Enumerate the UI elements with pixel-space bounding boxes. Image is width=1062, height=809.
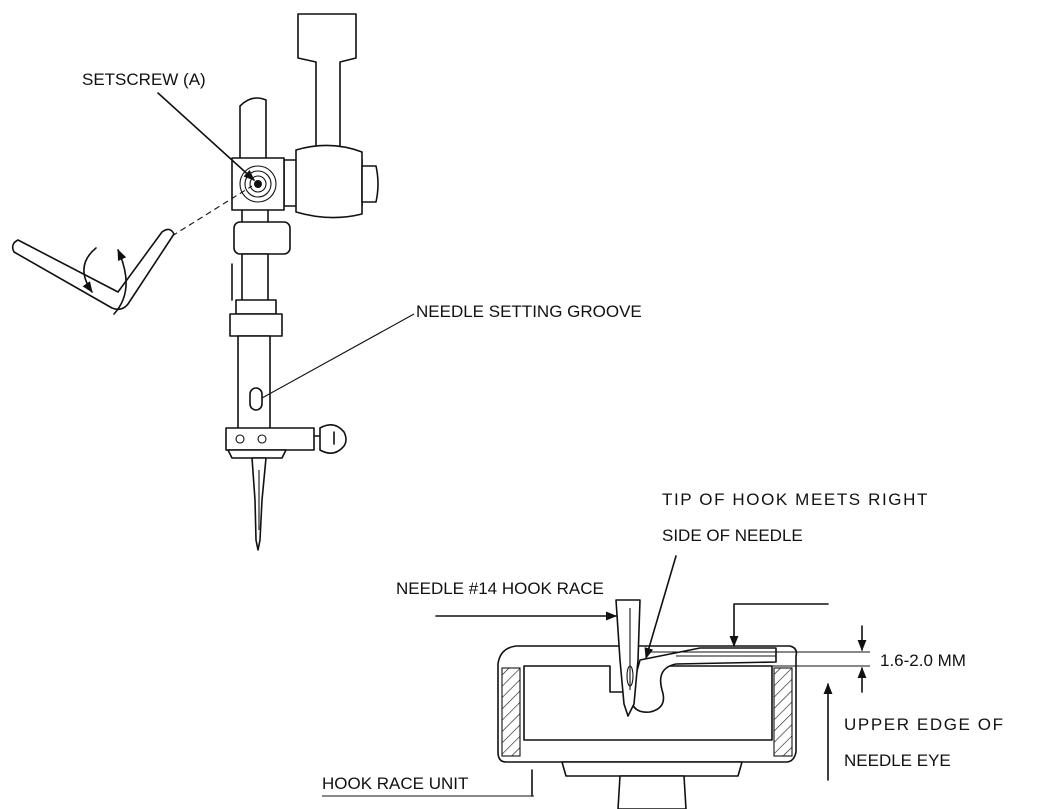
groove-leader — [261, 313, 415, 399]
setscrew-a-icon — [239, 165, 277, 203]
setscrew-axis-line — [171, 185, 253, 237]
upper-edge-label-line2: NEEDLE EYE — [844, 751, 951, 770]
dimension-1-6-2-0-mm — [646, 625, 870, 693]
hook-race-unit-label: HOOK RACE UNIT — [322, 774, 468, 793]
tip-of-hook-label-line2: SIDE OF NEEDLE — [662, 526, 803, 545]
needle-14 — [615, 599, 641, 717]
dimension-label: 1.6-2.0 MM — [880, 651, 966, 670]
tip-of-hook-label-line1: TIP OF HOOK MEETS RIGHT — [662, 490, 929, 509]
hook-tip-leader — [644, 555, 677, 660]
hook-race-unit — [497, 645, 798, 809]
needle-hook-race-label: NEEDLE #14 HOOK RACE — [396, 579, 604, 598]
setscrew-label: SETSCREW (A) — [82, 70, 206, 89]
upper-edge-label-line1: UPPER EDGE OF — [844, 715, 1005, 734]
needle-setting-groove-label: NEEDLE SETTING GROOVE — [416, 302, 642, 321]
needle-bar-assembly — [225, 13, 379, 551]
hook-race-leader — [729, 603, 829, 648]
setscrew-leader — [157, 92, 255, 181]
hex-key-icon — [11, 228, 175, 315]
